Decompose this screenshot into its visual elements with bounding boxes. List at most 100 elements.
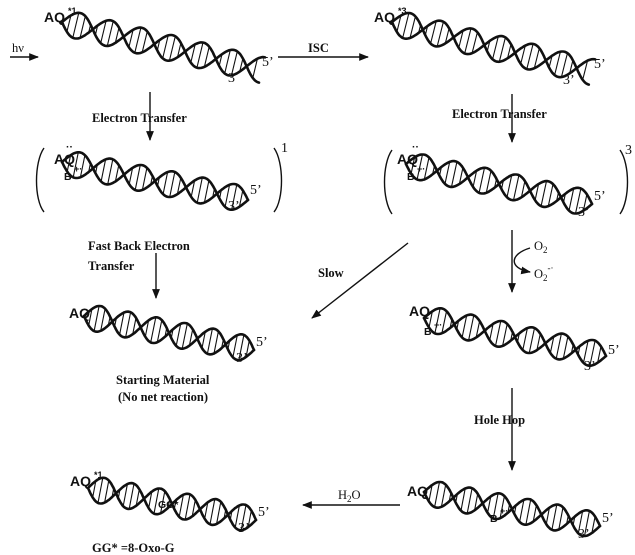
base-pair-rung <box>520 180 526 198</box>
three-end-h1: 3 <box>228 71 235 86</box>
base-pair-rung <box>114 317 117 327</box>
base-pair-rung <box>562 336 569 359</box>
base-label-h3: B <box>64 171 72 183</box>
base-pair-rung <box>582 194 588 211</box>
base-pair-rung <box>212 188 215 198</box>
base-pair-rung <box>474 493 479 511</box>
base-pair-rung <box>528 327 536 354</box>
base-pair-rung <box>93 305 100 332</box>
radical-cation-h3: +· <box>74 164 82 174</box>
base-pair-rung <box>516 333 520 343</box>
base-pair-rung <box>570 344 574 354</box>
base-pair-rung <box>227 340 231 350</box>
base-pair-rung <box>176 177 182 195</box>
base-pair-rung <box>238 190 244 207</box>
base-pair-rung <box>440 484 447 507</box>
base-pair-rung <box>591 516 596 534</box>
dna-helix-h2 <box>390 11 597 86</box>
base-pair-rung <box>181 323 188 349</box>
base-pair-rung <box>88 24 92 33</box>
base-pair-rung <box>170 329 174 339</box>
base-pair-rung <box>499 495 505 519</box>
base-pair-rung <box>475 320 481 338</box>
base-pair-rung <box>247 510 252 528</box>
singlet-excited-sup-h7: *1 <box>94 470 103 480</box>
base-pair-rung <box>554 51 561 76</box>
base-pair-rung <box>492 493 499 519</box>
base-pair-rung <box>125 312 132 338</box>
base-pair-rung <box>216 501 222 525</box>
base-pair-rung <box>229 510 233 520</box>
dna-strand-h5-2 <box>82 304 256 362</box>
base-pair-rung <box>458 167 464 185</box>
base-pair-rung <box>122 483 128 507</box>
base-pair-rung <box>434 481 441 508</box>
bracket-right-close <box>619 149 629 215</box>
aq-label-h4: AQ <box>397 151 418 167</box>
base-pair-rung <box>494 320 502 347</box>
aq-label-h5: AQ <box>69 305 90 321</box>
base-pair-rung <box>100 20 107 44</box>
base-pair-rung <box>418 24 422 34</box>
base-pair-rung <box>396 15 402 33</box>
base-pair-rung <box>566 515 569 525</box>
base-pair-rung <box>582 340 589 363</box>
base-pair-rung <box>79 155 86 178</box>
base-pair-rung <box>510 331 514 341</box>
base-pair-rung <box>466 488 473 514</box>
dna-helix-h1 <box>60 11 267 84</box>
base-pair-rung <box>549 336 555 354</box>
base-pair-rung <box>94 25 99 36</box>
base-pair-rung <box>160 491 166 514</box>
base-pair-rung <box>492 36 499 60</box>
base-pair-rung <box>66 155 72 172</box>
dna-helix-h6 <box>422 307 608 367</box>
base-pair-rung <box>461 315 468 338</box>
singlet-state-label: 1 <box>281 141 288 156</box>
base-pair-rung <box>536 333 541 351</box>
base-pair-rung <box>167 498 171 508</box>
base-label-h4: B <box>407 171 415 183</box>
five-prime-end-h3: 5’ <box>250 183 262 198</box>
slow-label: Slow <box>318 266 344 280</box>
base-pair-rung <box>201 331 206 349</box>
three-prime-end-h3: 3’ <box>228 199 240 214</box>
base-pair-rung <box>449 319 453 329</box>
base-pair-rung <box>150 175 153 185</box>
base-pair-rung <box>532 505 537 522</box>
base-pair-rung <box>224 49 231 74</box>
base-pair-rung <box>582 60 589 81</box>
base-pair-rung <box>506 44 512 59</box>
base-pair-rung <box>141 167 148 191</box>
base-pair-rung <box>97 477 104 504</box>
base-pair-rung <box>213 331 219 354</box>
base-pair-rung <box>117 489 121 499</box>
base-pair-rung <box>589 340 596 366</box>
base-pair-rung <box>423 157 430 180</box>
base-pair-rung <box>230 51 238 76</box>
bracket-right-open <box>383 149 393 215</box>
base-pair-rung <box>478 167 486 193</box>
radical-anion-h4: ·· <box>412 141 419 153</box>
singlet-excited-sup-h1: *1 <box>68 6 77 16</box>
base-pair-rung <box>107 316 111 326</box>
base-pair-rung <box>444 28 450 44</box>
base-pair-rung <box>441 311 448 334</box>
base-pair-rung <box>402 12 410 39</box>
radical-cation-h6: +· <box>434 320 442 330</box>
base-pair-rung <box>513 505 517 515</box>
five-prime-end-h8: 5’ <box>602 511 614 526</box>
base-pair-rung <box>545 507 550 525</box>
gg-label-h7: GG* <box>158 499 179 511</box>
base-pair-rung <box>500 180 504 190</box>
dna-helix-h4 <box>404 153 594 215</box>
base-pair-rung <box>238 334 245 361</box>
base-pair-rung <box>219 189 222 199</box>
base-pair-rung <box>534 183 540 201</box>
base-pair-rung <box>468 315 475 341</box>
dna-helix-h3 <box>60 151 250 211</box>
oxygen-curl-arrow <box>513 247 531 275</box>
base-pair-rung <box>569 60 574 74</box>
base-pair-rung <box>456 320 460 330</box>
